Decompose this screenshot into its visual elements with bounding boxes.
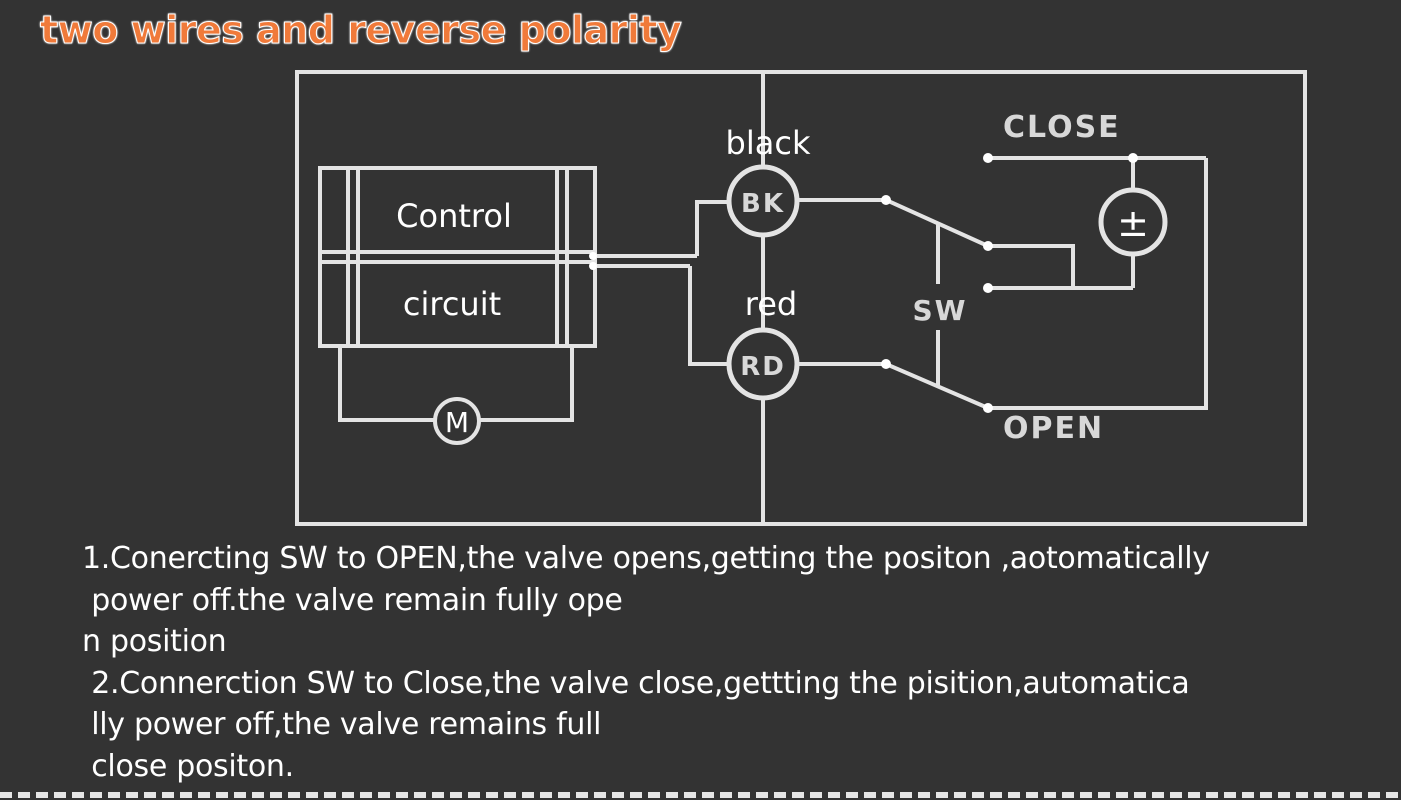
- control-label: Control: [396, 197, 512, 235]
- wire-to-rd: [688, 266, 730, 366]
- open-wire: [988, 158, 1208, 410]
- bottom-dashed-border: [0, 792, 1401, 798]
- note-line-6: close positon.: [82, 748, 294, 784]
- note-line-2: power off.the valve remain fully ope: [82, 582, 623, 618]
- note-line-5: lly power off,the valve remains full: [82, 707, 602, 742]
- diagram-frame: [295, 70, 1307, 526]
- close-label: CLOSE: [1003, 110, 1121, 145]
- power-label: ±: [1117, 201, 1149, 245]
- motor-wire-left: [338, 346, 435, 422]
- rd-terminal: [726, 327, 800, 401]
- bk-terminal: [726, 164, 800, 238]
- open-label: OPEN: [1003, 411, 1104, 446]
- bk-label: BK: [741, 189, 785, 219]
- motor-icon: [433, 397, 481, 445]
- note-line-1: 1.Conercting SW to OPEN,the valve opens,…: [82, 541, 1210, 576]
- power-source-icon: [1098, 187, 1168, 257]
- circuit-label: circuit: [403, 285, 501, 323]
- wire-to-bk: [695, 200, 730, 256]
- note-line-3: n position: [82, 624, 227, 659]
- page-title: two wires and reverse polarity: [39, 8, 682, 53]
- black-wire-label: black: [726, 124, 811, 162]
- red-wire-label: red: [745, 285, 797, 323]
- instructions: 1.Conercting SW to OPEN,the valve opens,…: [82, 538, 1210, 787]
- rd-label: RD: [740, 352, 786, 382]
- motor-label: M: [445, 406, 469, 439]
- motor-wire-right: [479, 346, 574, 422]
- note-line-4: 2.Connerction SW to Close,the valve clos…: [82, 665, 1190, 701]
- switch-label: SW: [912, 294, 967, 327]
